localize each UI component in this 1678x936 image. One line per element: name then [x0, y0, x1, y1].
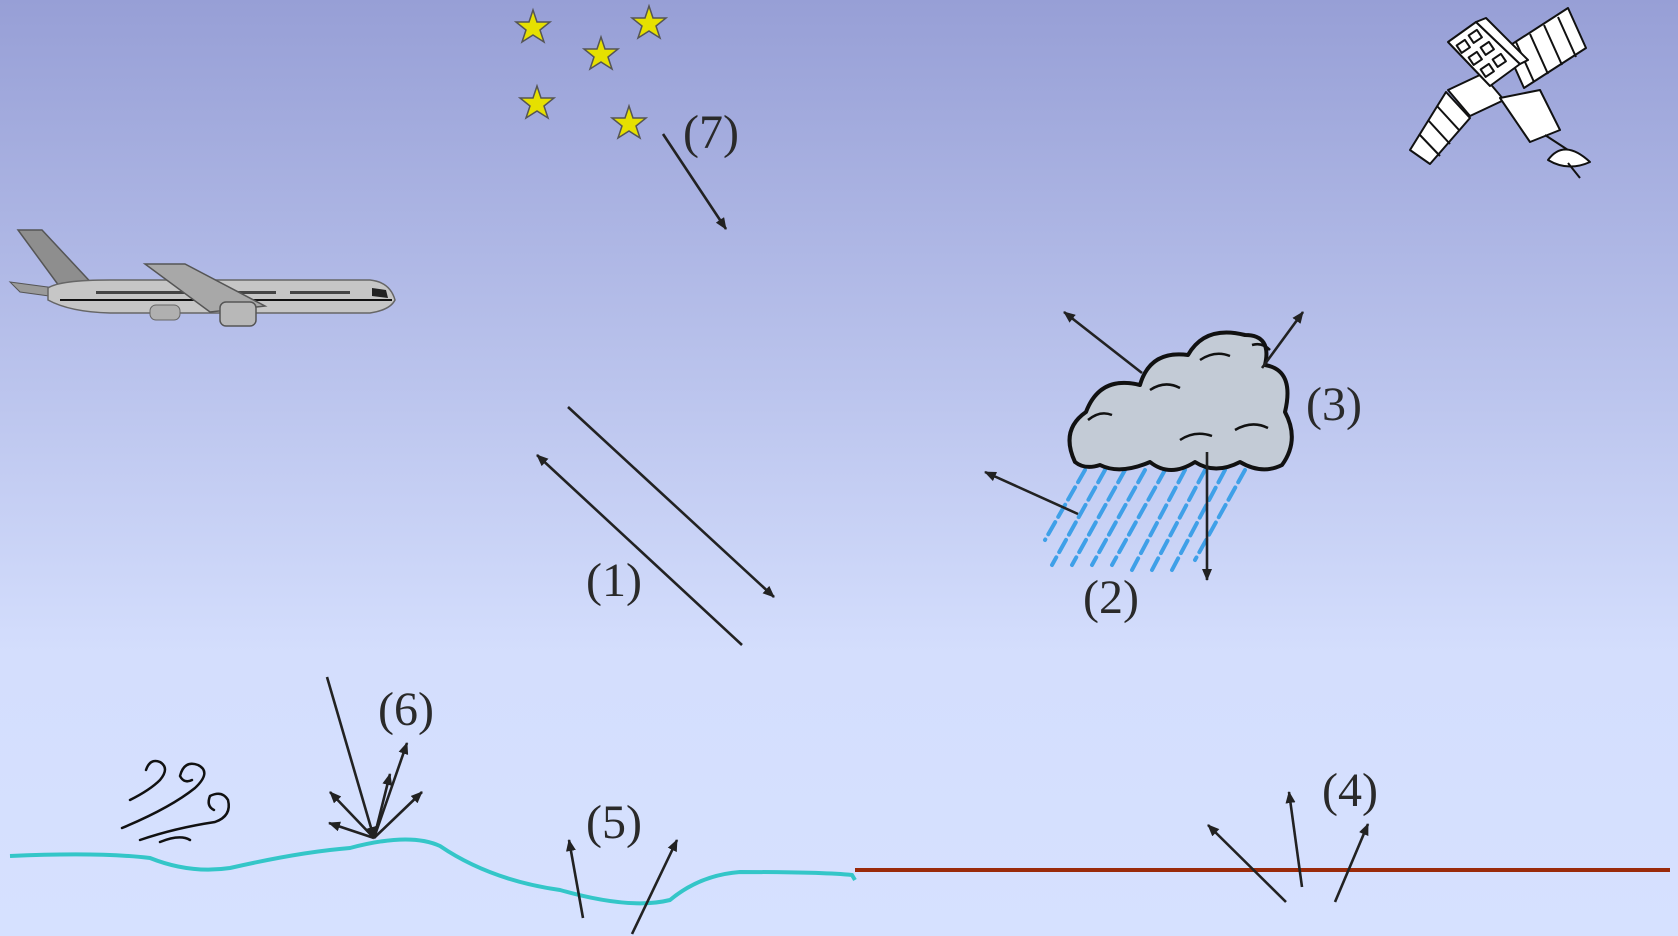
label-1: (1) [586, 554, 642, 607]
label-2: (2) [1083, 571, 1139, 624]
label-3: (3) [1306, 378, 1362, 431]
label-7: (7) [683, 106, 739, 159]
label-4: (4) [1322, 764, 1378, 817]
label-5: (5) [586, 796, 642, 849]
label-6: (6) [378, 683, 434, 736]
